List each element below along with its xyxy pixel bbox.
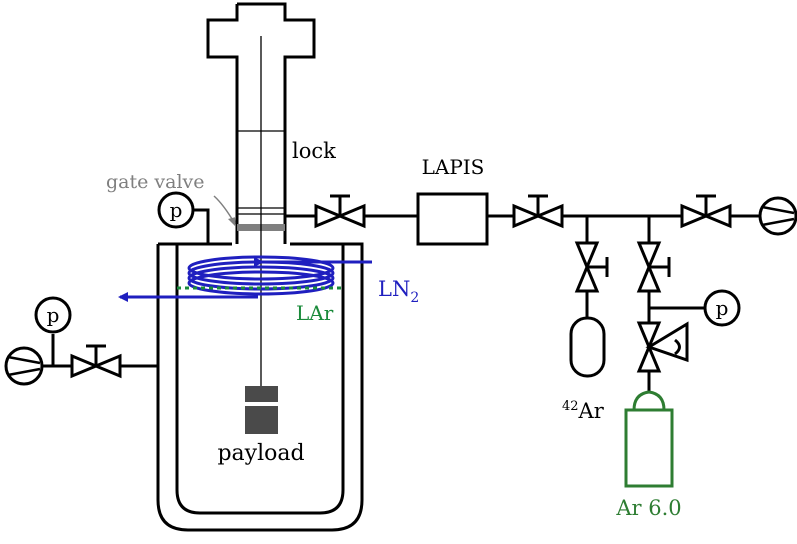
right-vacuum-pump-icon — [758, 196, 797, 236]
lock-valve — [314, 194, 366, 229]
gate-valve-pointer-head — [228, 217, 236, 226]
left-pressure-gauge: p — [34, 296, 72, 334]
left-pump-line: p — [4, 296, 158, 386]
ar-supply-branch: p Ar 6.0 — [615, 216, 741, 520]
ln2-label: LN2 — [378, 277, 419, 306]
ar42-label: 42Ar — [562, 399, 605, 423]
left-vacuum-pump-icon — [4, 346, 44, 386]
ar-supply-valve — [636, 241, 671, 293]
ar42-label-sup: 42 — [562, 399, 579, 414]
gate-valve-label: gate valve — [106, 171, 205, 193]
lapis-label: LAPIS — [422, 155, 485, 179]
ar42-valve — [574, 241, 609, 293]
ar-supply-pressure-gauge-label: p — [716, 296, 729, 320]
lapis-valve — [512, 194, 564, 229]
ar-supply-pressure-gauge: p — [649, 289, 741, 327]
ln2-label-base: LN — [378, 277, 410, 301]
payload-label: payload — [217, 441, 304, 466]
lock-tube — [206, 2, 316, 244]
dewar-pressure-gauge-label: p — [170, 198, 183, 222]
left-pump-valve — [70, 344, 122, 379]
ar-pressure-regulator — [636, 321, 689, 373]
lar-label: LAr — [296, 301, 334, 325]
dewar-pressure-gauge: p — [157, 191, 210, 244]
ar42-container — [569, 316, 606, 378]
ln2-label-sub: 2 — [410, 290, 419, 306]
lapis-box — [416, 192, 489, 246]
dewar — [156, 242, 364, 532]
ar42-label-base: Ar — [578, 399, 605, 423]
right-pump-valve — [680, 194, 732, 229]
ar42-branch: 42Ar — [562, 216, 609, 423]
payload — [245, 386, 278, 434]
dewar-outer-wall — [156, 242, 364, 532]
lock-label: lock — [292, 139, 336, 163]
ar-gas-cylinder — [624, 390, 674, 488]
left-pressure-gauge-label: p — [47, 303, 60, 327]
dewar-inner-wall — [175, 244, 345, 515]
ar-cylinder-label: Ar 6.0 — [615, 496, 681, 520]
